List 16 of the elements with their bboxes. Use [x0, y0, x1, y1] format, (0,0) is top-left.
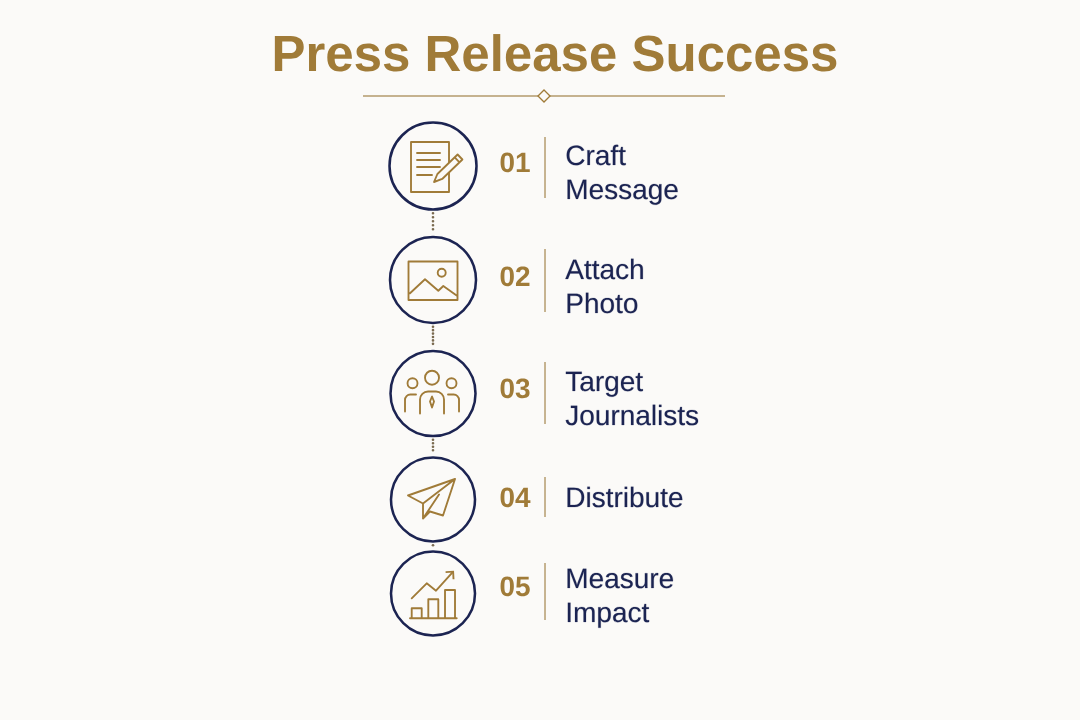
step-number: 01 [500, 152, 530, 173]
step-circle [389, 550, 477, 637]
step-label: Target Journalists [565, 371, 699, 426]
step-circle [389, 456, 477, 543]
step-number: 04 [500, 487, 531, 508]
step-label: Measure Impact [567, 568, 674, 628]
title: Press Release Success [274, 34, 837, 72]
step-circle [389, 349, 477, 438]
step-label: Craft Message [566, 144, 678, 205]
step-circle [388, 121, 478, 211]
step-number: 03 [500, 378, 530, 399]
step-label: Distribute [567, 486, 683, 508]
step-label: Attach Photo [565, 258, 643, 314]
step-number: 02 [500, 266, 530, 287]
step-circle [388, 235, 478, 325]
step-number: 05 [500, 576, 530, 597]
